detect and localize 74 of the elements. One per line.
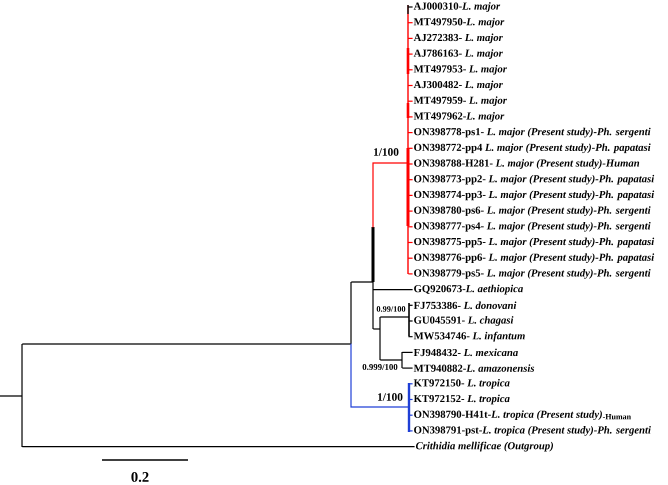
branch-line: [408, 54, 413, 55]
taxon-label: ON398791-pst-L. tropica (Present study)-Ph. sergenti: [414, 426, 651, 436]
branch-line: [408, 148, 413, 149]
branch-line: [372, 162, 408, 228]
taxon-label: MW534746- L. infantum: [414, 332, 525, 342]
taxon-label: MT497950-L. major: [414, 18, 504, 28]
support-value: 1/100: [378, 393, 402, 401]
vertical-branch: [406, 5, 410, 274]
branch-line: [408, 6, 413, 8]
vertical-branch: [408, 383, 410, 432]
branch-line: [410, 398, 413, 400]
taxon-label: ON398779-ps5- L. major (Present study)-Ph. sergenti: [414, 269, 651, 279]
branch-line: [408, 22, 413, 24]
branch-line: [380, 359, 402, 361]
branch-line: [408, 179, 413, 180]
branch-line: [408, 84, 413, 86]
taxon-label: ON398788-H281- L. major (Present study)-Human: [414, 159, 640, 169]
taxon-label: MT497962-L. major: [414, 112, 504, 122]
branch-line: [408, 100, 413, 102]
taxon-label: GQ920673-L. aethiopica: [414, 284, 523, 294]
branch-line: [409, 320, 413, 322]
support-value: 0.999/100: [362, 364, 398, 370]
branch-line: [408, 132, 413, 134]
branch-line: [402, 368, 413, 369]
branch-line: [409, 304, 413, 306]
taxon-label: AJ272383- L. major: [414, 34, 503, 44]
taxon-label: ON398773-pp2- L. major (Present study)-Ph. papatasi: [414, 174, 654, 185]
branch-line: [408, 336, 413, 338]
taxon-label: ON398772-pp4 L. major (Present study)-Ph. papatasi: [414, 143, 651, 154]
branch-line: [373, 289, 413, 290]
branch-line: [380, 316, 409, 318]
scale-label: 0.2: [131, 472, 149, 482]
taxon-label: MT940882-L. amazonensis: [414, 364, 534, 372]
branch-line: [408, 194, 413, 196]
branch-line: [408, 258, 413, 259]
branch-line: [22, 446, 415, 448]
taxon-label: MT497959- L. major: [414, 96, 507, 106]
taxon-label: ON398780-ps6- L. major (Present study)-Ph. sergenti: [414, 206, 651, 216]
branch-line: [22, 343, 351, 345]
branch-line: [351, 281, 373, 283]
taxon-label: FJ753386- L. donovani: [414, 302, 516, 310]
branch-line: [408, 116, 413, 118]
taxon-label: KT972152- L. tropica: [414, 394, 510, 404]
branch-line: [373, 328, 380, 330]
vertical-branch: [372, 227, 374, 329]
branch-line: [408, 163, 413, 165]
taxon-label: GU045591- L. chagasi: [414, 316, 514, 326]
taxon-label: ON398790-H41t-L. tropica (Present study)$_{-Human}$: [414, 410, 631, 420]
branch-line: [350, 344, 408, 408]
branch-line: [0, 395, 22, 397]
taxon-label: ON398774-pp3- L. major (Present study)-Ph. papatasi: [414, 190, 654, 200]
taxon-label: KT972150- L. tropica: [414, 378, 510, 389]
branch-line: [402, 352, 413, 353]
support-value: 0.99/100: [376, 306, 406, 312]
taxon-label: Crithidia mellificae (Outgroup): [416, 442, 553, 452]
taxon-label: ON398777-ps4- L. major (Present study)-Ph. sergenti: [414, 222, 651, 232]
branch-line: [410, 414, 413, 416]
taxon-label: AJ300482- L. major: [414, 80, 503, 90]
support-value: 1/100: [374, 148, 398, 156]
branch-line: [408, 38, 413, 39]
branch-line: [408, 210, 413, 212]
branch-line: [408, 273, 413, 274]
taxon-label: ON398775-pp5- L. major (Present study)-Ph. papatasi: [414, 238, 654, 248]
branch-line: [410, 383, 413, 384]
branch-line: [408, 242, 413, 244]
taxon-label: AJ786163- L. major: [414, 49, 503, 59]
taxon-label: ON398778-ps1- L. major (Present study)-Ph. sergenti: [414, 128, 651, 138]
branch-line: [408, 69, 413, 70]
branch-line: [408, 226, 413, 228]
taxon-label: FJ948432- L. mexicana: [414, 348, 518, 356]
taxon-label: ON398776-pp6- L. major (Present study)-Ph. papatasi: [414, 253, 654, 264]
taxon-label: AJ000310-L. major: [414, 2, 500, 12]
taxon-label: MT497953- L. major: [414, 64, 507, 75]
branch-line: [410, 430, 413, 432]
